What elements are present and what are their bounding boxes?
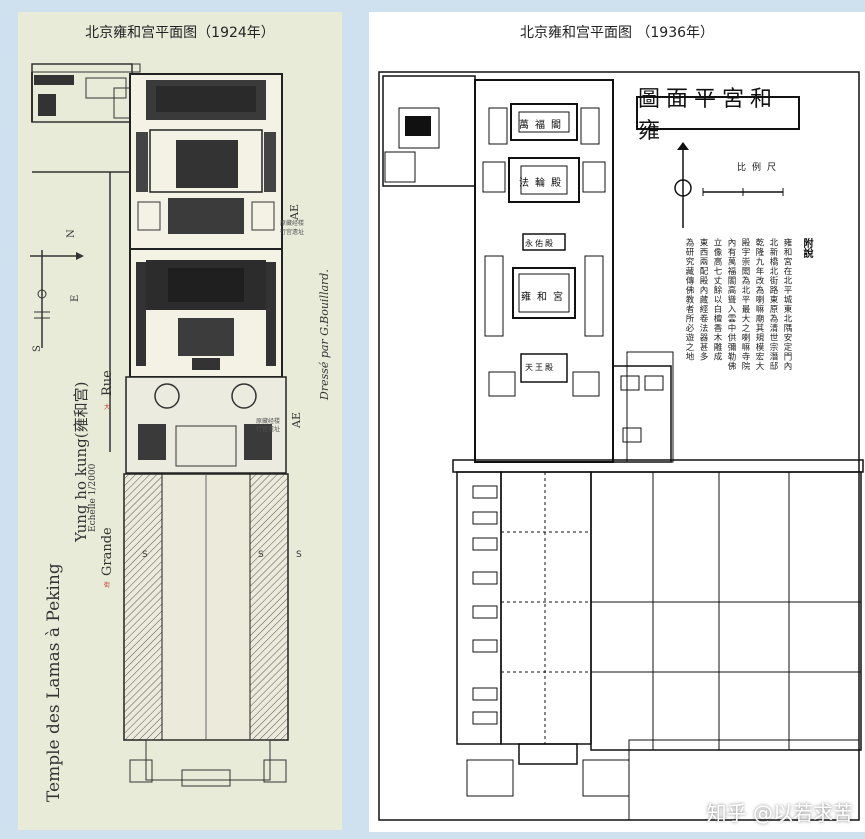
map-title-french: Temple des Lamas à Peking	[44, 563, 64, 802]
notes-heading: 附說	[801, 238, 812, 258]
compass-north-label: N	[66, 229, 77, 238]
map-title-1936: 圖面平宮和雍	[636, 87, 800, 144]
hall-label-1: 萬福閣	[519, 120, 567, 131]
s-label-1: S	[142, 550, 148, 560]
scale-label: 比例尺	[737, 163, 783, 173]
notes-column-6: 立像高七丈餘以白檀香木雕成	[712, 238, 722, 362]
notes-column-3: 乾隆九年改為喇嘛廟其規模宏大	[754, 238, 764, 371]
annotation-text-1: 原藏经楼	[280, 220, 305, 227]
floor-plan-1924	[30, 63, 289, 787]
annotation-text-3: 原藏经楼	[256, 418, 281, 425]
panel-title-1924: 北京雍和宫平面图（1924年）	[85, 25, 275, 41]
annotation-ae-2: AE	[290, 412, 303, 428]
street-cn-label-1: 大	[104, 404, 111, 411]
panel-title-1936: 北京雍和宫平面图 （1936年）	[519, 25, 715, 41]
notes-column-7: 東西兩配殿內藏經卷法器甚多	[698, 238, 708, 362]
watermark: 知乎 @以若求苦	[706, 801, 853, 825]
hall-label-4: 雍和宮	[521, 292, 569, 303]
map-author: Dressé par G.Bouillard.	[318, 269, 331, 400]
compass-south-label: S	[32, 345, 43, 352]
street-label-grande: Grande	[100, 527, 115, 576]
notes-column-4: 殿宇崇閎為北平最大之喇嘛寺院	[740, 238, 750, 371]
annotation-text-2: 行宫遗址	[280, 229, 305, 236]
annotation-text-4: 行宫遗址	[256, 426, 281, 433]
hall-label-5: 天王殿	[525, 363, 555, 372]
street-label-rue: Rue	[100, 370, 115, 396]
notes-column-1: 雍和宮在北平城東北隅安定門內	[782, 238, 792, 371]
hall-label-3: 永佑殿	[525, 239, 555, 248]
street-cn-label-2: 街	[104, 582, 111, 589]
floor-plan-1936	[378, 71, 864, 821]
s-label-3: S	[296, 550, 302, 560]
map-panel-1936: 北京雍和宫平面图 （1936年）	[369, 12, 865, 832]
map-scale: Echelle 1/2000	[88, 463, 98, 532]
compass-east-label: E	[70, 294, 81, 302]
notes-column-8: 為研究藏傳佛教者所必遊之地	[684, 238, 694, 362]
notes-column-5: 內有萬福閣高聳入雲中供彌勒佛	[726, 238, 736, 371]
s-label-2: S	[258, 550, 264, 560]
hall-label-2: 法輪殿	[519, 178, 567, 189]
notes-column-2: 北新橋北街路東原為清世宗潛邸	[768, 238, 778, 371]
map-panel-1924: 北京雍和宫平面图（1924年）	[18, 12, 342, 830]
